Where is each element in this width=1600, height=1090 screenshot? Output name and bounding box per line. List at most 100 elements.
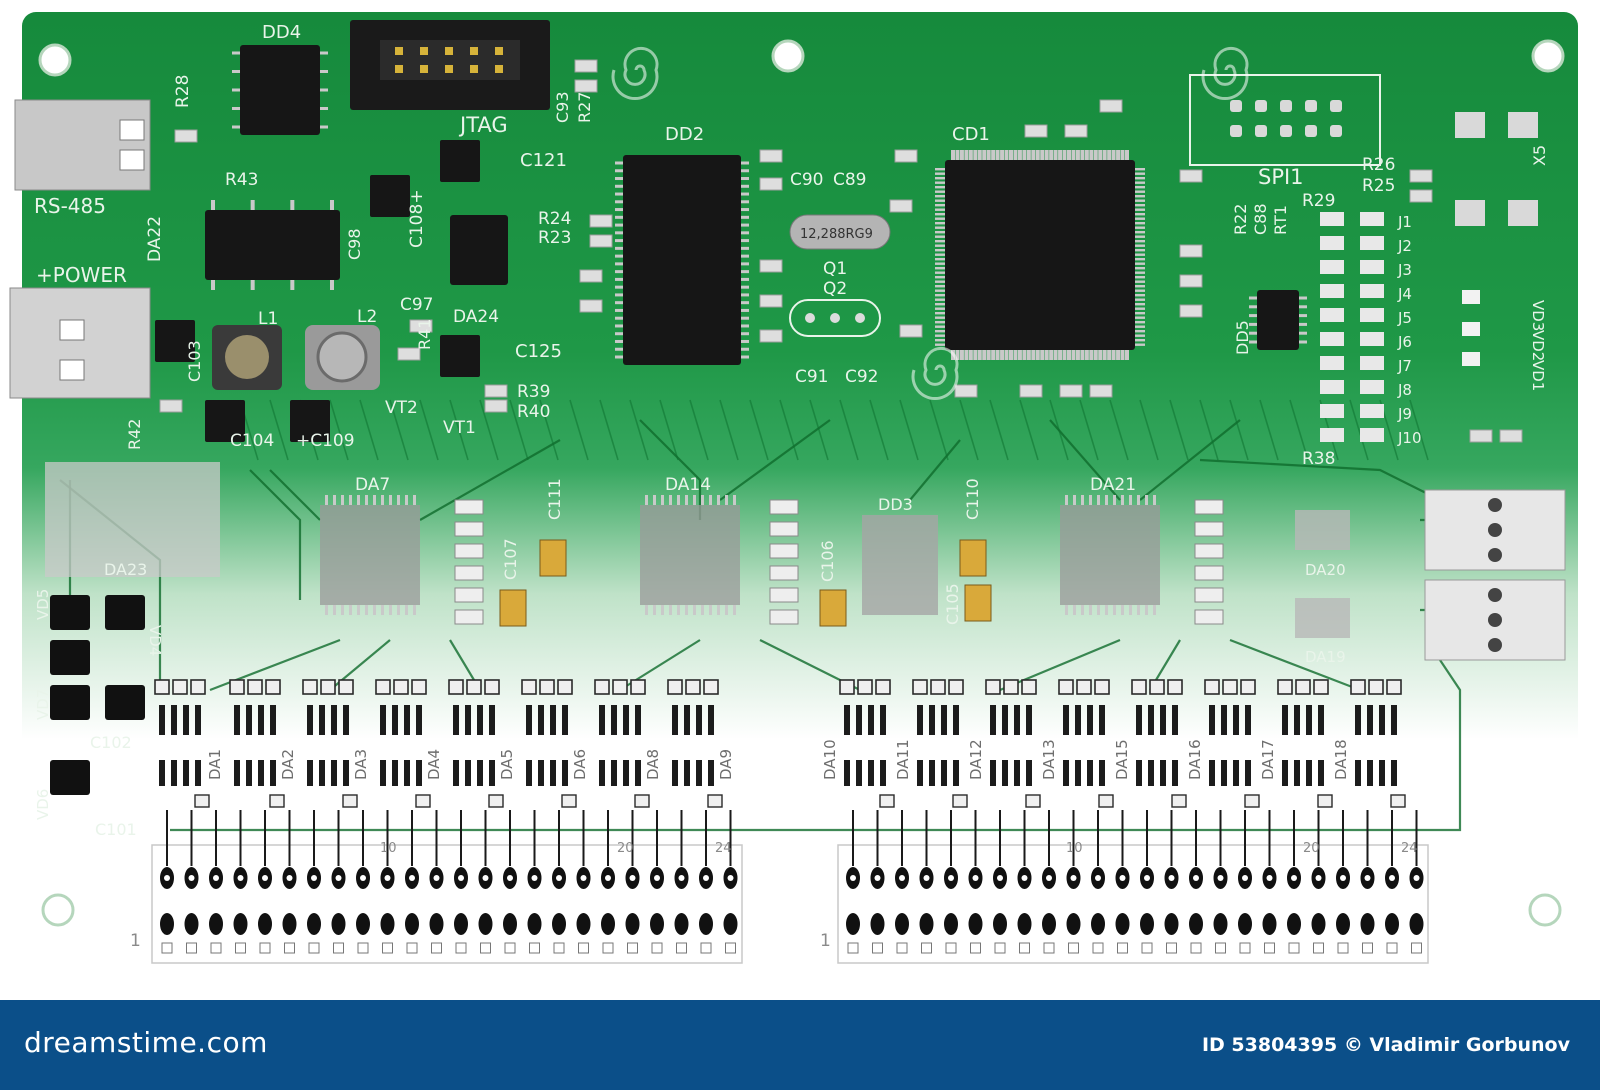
silkscreen-label: R40: [517, 402, 550, 422]
connector-hole: [874, 875, 881, 881]
chip-pin: [935, 181, 945, 184]
chip-pin: [232, 51, 240, 55]
chip-pin: [935, 172, 945, 175]
chip-pin: [741, 177, 749, 181]
connector-pad-outline: [333, 942, 344, 954]
connector-hole: [850, 875, 856, 881]
copper-lead: [477, 705, 483, 735]
smd-passive: [954, 384, 978, 398]
chip-pin: [1135, 190, 1145, 193]
copper-lead: [1391, 760, 1397, 786]
jumper-resistor: [1320, 260, 1344, 274]
silkscreen-label: C103: [185, 340, 204, 382]
chip-pin: [1111, 350, 1116, 360]
copper-lead: [868, 760, 874, 786]
pad: [1167, 679, 1183, 695]
chip-pin: [1121, 495, 1124, 505]
connector-pad-outline: [896, 942, 908, 954]
silkscreen-label: 24: [715, 841, 732, 856]
copper-lead: [635, 705, 641, 735]
smd-passive: [1024, 124, 1048, 138]
silkscreen-label: C92: [845, 367, 879, 387]
copper-lead: [1306, 705, 1312, 735]
smd-passive: [769, 565, 799, 581]
connector-pad: [1287, 913, 1301, 935]
chip-pin: [320, 88, 328, 92]
silkscreen-label: R41: [415, 319, 434, 350]
mounting-hole: [1531, 39, 1565, 73]
copper-lead: [856, 760, 862, 786]
connector-hole: [1168, 875, 1175, 881]
chip-pin: [1031, 150, 1036, 160]
connector-hole: [629, 875, 636, 881]
silkscreen-label: L2: [357, 307, 377, 327]
connector-hole: [1119, 875, 1126, 881]
copper-lead: [684, 760, 690, 786]
jumper-resistor: [1320, 332, 1344, 346]
connector-hole: [1046, 875, 1052, 881]
chip-pin: [1135, 195, 1145, 198]
chip-pin: [373, 605, 376, 615]
copper-lead: [708, 760, 714, 786]
chip-pin: [232, 70, 240, 73]
pad: [685, 679, 701, 695]
chip-pin: [615, 301, 623, 305]
chip-pin: [1120, 350, 1125, 360]
tantalum-capacitor: [964, 584, 992, 622]
connector-hole: [703, 875, 709, 881]
chip-pin: [389, 495, 392, 505]
dd5-chip: [1257, 290, 1299, 350]
chip-pin: [741, 277, 749, 281]
connector-pad-outline: [210, 942, 222, 954]
connector-pad: [1360, 913, 1375, 935]
chip-pin: [615, 355, 623, 359]
silkscreen-label: J5: [1397, 309, 1412, 327]
silkscreen-label: R43: [225, 170, 258, 190]
copper-lead: [929, 705, 935, 735]
chip-pin: [1093, 350, 1098, 360]
connector-hole: [1315, 875, 1322, 881]
smd-passive: [1089, 384, 1113, 398]
silkscreen-label: C89: [833, 170, 867, 190]
silkscreen-label: VT2: [385, 398, 418, 418]
silkscreen-label: 10: [1066, 841, 1083, 856]
silkscreen-label: 1: [130, 931, 141, 951]
copper-lead: [183, 705, 189, 735]
jtag-pin: [445, 65, 453, 73]
da14-chip: [640, 505, 740, 605]
chip-pin: [951, 150, 955, 160]
chip-pin: [1135, 226, 1145, 229]
silkscreen-label: DA17: [1259, 739, 1277, 780]
connector-pad-outline: [455, 942, 467, 954]
jumper-resistor: [1360, 404, 1384, 418]
connector-pad-outline: [1019, 942, 1030, 954]
jumper-resistor: [1320, 380, 1344, 394]
terminal-clamp: [119, 149, 145, 171]
copper-lead: [1002, 760, 1008, 786]
smd-passive: [769, 543, 799, 559]
silkscreen-label: DA23: [104, 560, 147, 579]
chip-pin: [615, 208, 623, 212]
copper-lead: [1160, 705, 1166, 735]
copper-trace: [1289, 399, 1309, 461]
chip-pin: [995, 150, 1000, 160]
copper-lead: [1209, 760, 1215, 786]
chip-pin: [1129, 495, 1132, 505]
chip-pin: [669, 605, 672, 615]
chip-pin: [1135, 280, 1145, 283]
chip-pin: [1040, 350, 1045, 360]
chip-pin: [741, 339, 749, 343]
jtag-pin: [495, 47, 503, 55]
chip-pin: [615, 262, 623, 266]
chip-pin: [935, 307, 945, 310]
chip-pin: [741, 270, 749, 274]
connector-pad-outline: [504, 942, 516, 954]
chip-pin: [1137, 495, 1140, 505]
chip-pin: [330, 280, 334, 290]
chip-pin: [1065, 605, 1068, 615]
silkscreen-label: VD1: [1529, 360, 1547, 391]
terminal-screw: [1488, 498, 1502, 512]
led: [1462, 322, 1480, 336]
chip-pin: [1102, 150, 1107, 160]
chip-pin: [1299, 322, 1307, 326]
